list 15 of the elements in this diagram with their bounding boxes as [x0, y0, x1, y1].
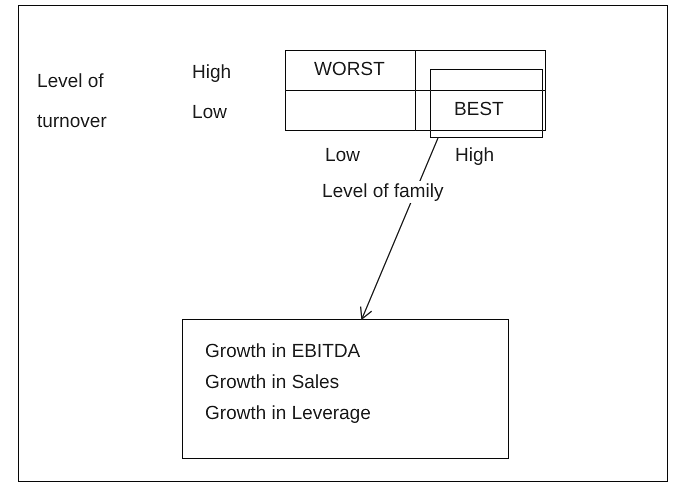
tick-label: High — [455, 145, 494, 167]
arrow — [360, 138, 439, 320]
matrix-cell — [285, 90, 416, 131]
list-item: Growth in Sales — [205, 371, 340, 395]
cell-text: BEST — [454, 99, 504, 121]
list-item: Growth in EBITDA — [205, 340, 360, 364]
axis-label: Level of family — [322, 181, 444, 203]
text-box — [182, 319, 509, 459]
matrix-cell — [415, 90, 546, 131]
matrix-cell — [415, 50, 546, 91]
tick-label: High — [192, 62, 232, 84]
list-item: Growth in Leverage — [205, 402, 371, 426]
highlight-rectangle — [430, 69, 543, 138]
cell-text: WORST — [314, 59, 385, 81]
matrix-cell — [285, 50, 416, 91]
